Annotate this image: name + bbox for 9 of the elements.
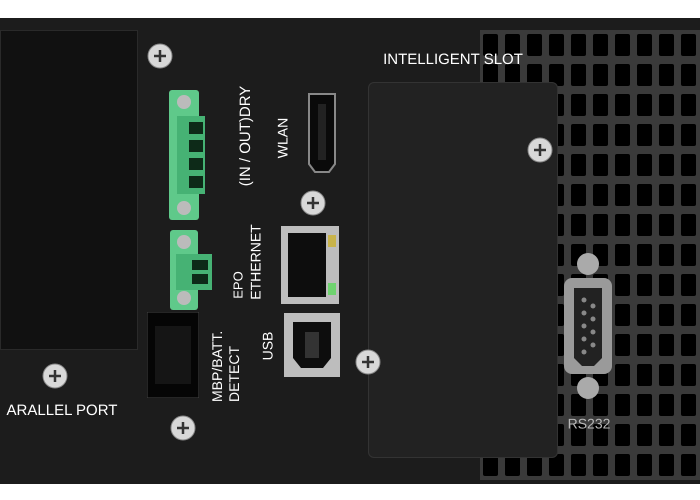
slot-label: INTELLIGENT SLOT [383, 50, 523, 70]
port-label: USB [258, 332, 276, 360]
port-label: MBP/BATT. DETECT [209, 330, 243, 402]
port-label: (IN / OUT)DRY [236, 86, 255, 186]
port-label: WLAN [274, 118, 292, 158]
port-label: EPO [229, 271, 246, 299]
port-label: ARALLEL PORT [6, 400, 118, 421]
port-label: RS232 [568, 414, 610, 434]
port-label: ETHERNET [246, 224, 264, 300]
